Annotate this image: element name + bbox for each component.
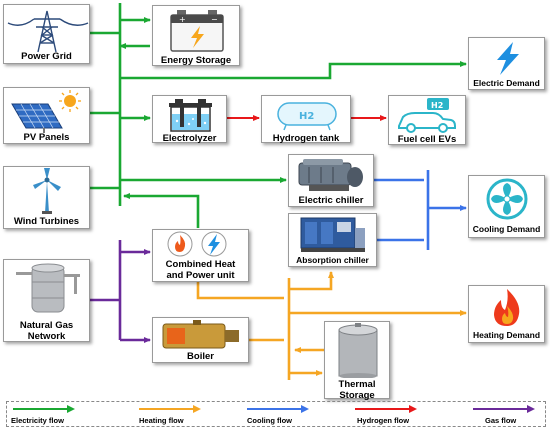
legend-heating-label: Heating flow <box>139 416 184 425</box>
electricity-flows <box>90 3 467 228</box>
electric-chiller-label: Electric chiller <box>298 195 364 206</box>
bolt-icon <box>208 234 220 255</box>
h2-badge: H2 <box>431 101 443 110</box>
fan-icon <box>486 178 528 220</box>
flame-icon <box>175 235 186 252</box>
cooling-demand-node: Cooling Demand <box>468 175 545 238</box>
wind-turbines-node: Wind Turbines <box>3 166 90 229</box>
chp-node: Combined Heat and Power unit <box>152 229 249 282</box>
absorption-chiller-icon <box>300 217 365 252</box>
hydrogen-tank-icon: H2 <box>277 102 337 131</box>
pv-panels-label: PV Panels <box>23 132 70 143</box>
hydrogen-tank-node: H2 Hydrogen tank <box>261 95 351 144</box>
solar-panel-icon <box>11 90 81 133</box>
fire-icon <box>494 289 520 326</box>
absorption-chiller-node: Absorption chiller <box>288 213 377 267</box>
hydrogen-tank-label: Hydrogen tank <box>272 133 340 144</box>
wind-turbines-label: Wind Turbines <box>13 216 80 227</box>
fuel-cell-car-icon: H2 <box>398 98 456 133</box>
electric-chiller-node: Electric chiller <box>288 154 374 207</box>
electrolyzer-icon <box>169 99 212 132</box>
sun-icon <box>59 90 81 112</box>
legend-cooling-label: Cooling flow <box>247 416 292 425</box>
transmission-tower-icon <box>7 10 89 53</box>
electric-demand-node: Electric Demand <box>468 37 545 90</box>
legend: Electricity flow Heating flow Cooling fl… <box>6 401 546 427</box>
legend-electricity-label: Electricity flow <box>11 416 64 425</box>
cooling-flows <box>374 170 467 250</box>
energy-storage-label: Energy Storage <box>160 55 232 66</box>
storage-tank-icon <box>338 323 378 378</box>
electric-chiller-icon <box>298 159 363 191</box>
heating-demand-label: Heating Demand <box>472 330 541 340</box>
chp-label: Combined Heat and Power unit <box>165 259 236 281</box>
absorption-chiller-label: Absorption chiller <box>296 255 369 265</box>
heating-flows <box>196 271 467 380</box>
fuel-cell-evs-label: Fuel cell EVs <box>397 134 457 145</box>
legend-gas-line <box>473 405 535 413</box>
svg-text:+: + <box>179 15 186 24</box>
legend-gas-label: Gas flow <box>485 416 517 425</box>
electrolyzer-node: Electrolyzer <box>152 95 227 144</box>
boiler-node: Boiler <box>152 317 249 363</box>
power-grid-node: Power Grid <box>3 4 90 64</box>
gas-tank-icon <box>16 263 80 313</box>
legend-heating-line <box>139 405 201 413</box>
h2-label: H2 <box>299 111 314 122</box>
battery-icon: + − <box>170 10 224 52</box>
power-grid-label: Power Grid <box>21 51 72 62</box>
lightning-bolt-icon <box>497 42 519 75</box>
wind-turbine-icon <box>33 168 61 214</box>
bolt-icon <box>191 26 204 48</box>
legend-hydrogen-line <box>355 405 417 413</box>
thermal-storage-node: Thermal Storage <box>324 321 390 401</box>
pv-panels-node: PV Panels <box>3 87 90 144</box>
chp-icon <box>167 231 227 257</box>
boiler-icon <box>162 320 239 349</box>
fuel-cell-evs-node: H2 Fuel cell EVs <box>388 95 466 145</box>
electric-demand-label: Electric Demand <box>473 78 540 88</box>
heating-demand-node: Heating Demand <box>468 285 545 343</box>
legend-hydrogen-label: Hydrogen flow <box>357 416 410 425</box>
natural-gas-node: Natural Gas Network <box>3 259 90 342</box>
boiler-label: Boiler <box>187 351 214 362</box>
natural-gas-label: Natural Gas Network <box>19 320 74 342</box>
legend-cooling-line <box>247 405 309 413</box>
svg-text:−: − <box>211 15 218 24</box>
electrolyzer-label: Electrolyzer <box>162 133 217 144</box>
gas-flows <box>90 240 151 343</box>
energy-storage-node: + − Energy Storage <box>152 5 240 66</box>
legend-electricity-line <box>13 405 75 413</box>
thermal-storage-label: Thermal Storage <box>338 379 376 401</box>
cooling-demand-label: Cooling Demand <box>472 224 541 234</box>
